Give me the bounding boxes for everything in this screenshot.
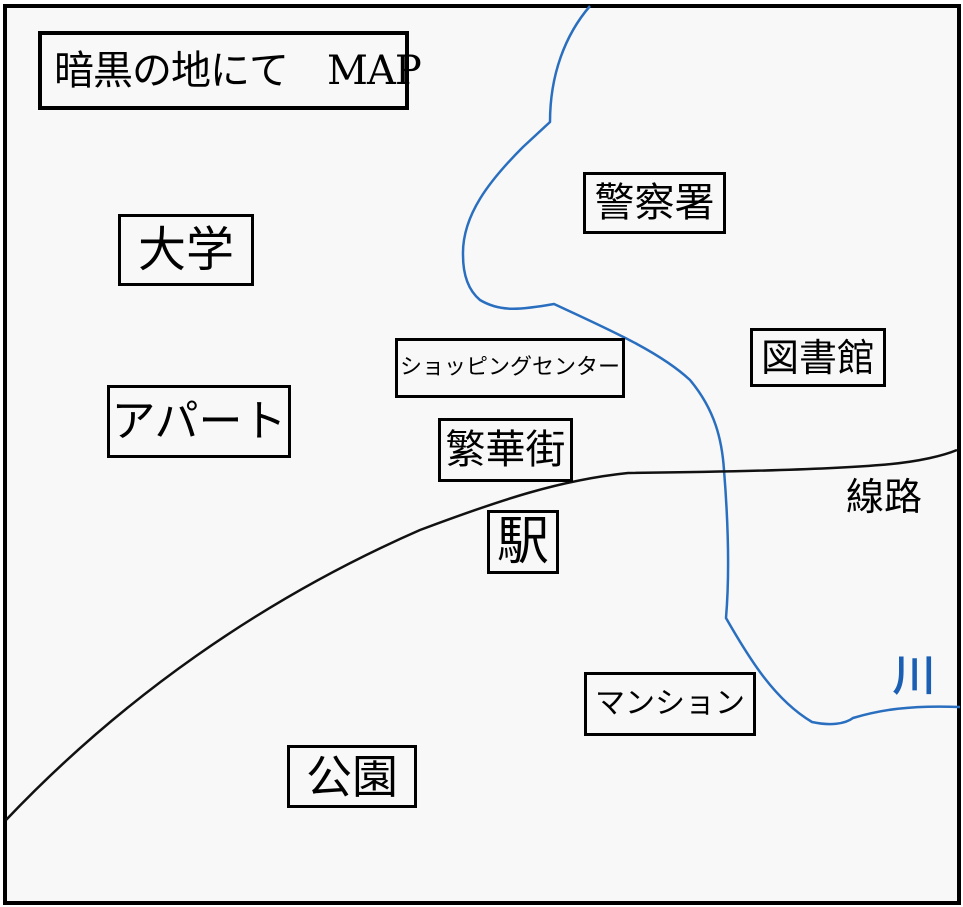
place-park[interactable]: 公園: [287, 745, 417, 808]
place-library-label: 図書館: [760, 335, 875, 380]
place-university-label: 大学: [137, 222, 234, 278]
place-downtown-label: 繁華街: [445, 427, 566, 473]
river-label: 川: [893, 651, 936, 700]
river-path: [461, 5, 961, 726]
place-shopping-center-label: ショッピングセンター: [399, 355, 620, 380]
railway-label: 線路: [846, 475, 923, 519]
place-station-label: 駅: [496, 512, 549, 572]
map-title-text: 暗黒の地にて MAP: [54, 47, 422, 94]
place-university[interactable]: 大学: [118, 214, 254, 286]
place-police-station-label: 警察署: [594, 180, 715, 226]
place-library[interactable]: 図書館: [750, 328, 886, 387]
place-police-station[interactable]: 警察署: [583, 172, 726, 234]
place-park-label: 公園: [306, 749, 398, 804]
place-apartment[interactable]: アパート: [107, 385, 291, 458]
place-apartment-label: アパート: [111, 395, 287, 447]
place-station[interactable]: 駅: [487, 510, 559, 574]
place-shopping-center[interactable]: ショッピングセンター: [395, 338, 625, 398]
map-title: 暗黒の地にて MAP: [38, 31, 422, 110]
place-mansion-label: マンション: [595, 686, 745, 721]
place-downtown[interactable]: 繁華街: [438, 418, 573, 482]
place-mansion[interactable]: マンション: [584, 672, 756, 736]
railway-path: [5, 448, 958, 821]
